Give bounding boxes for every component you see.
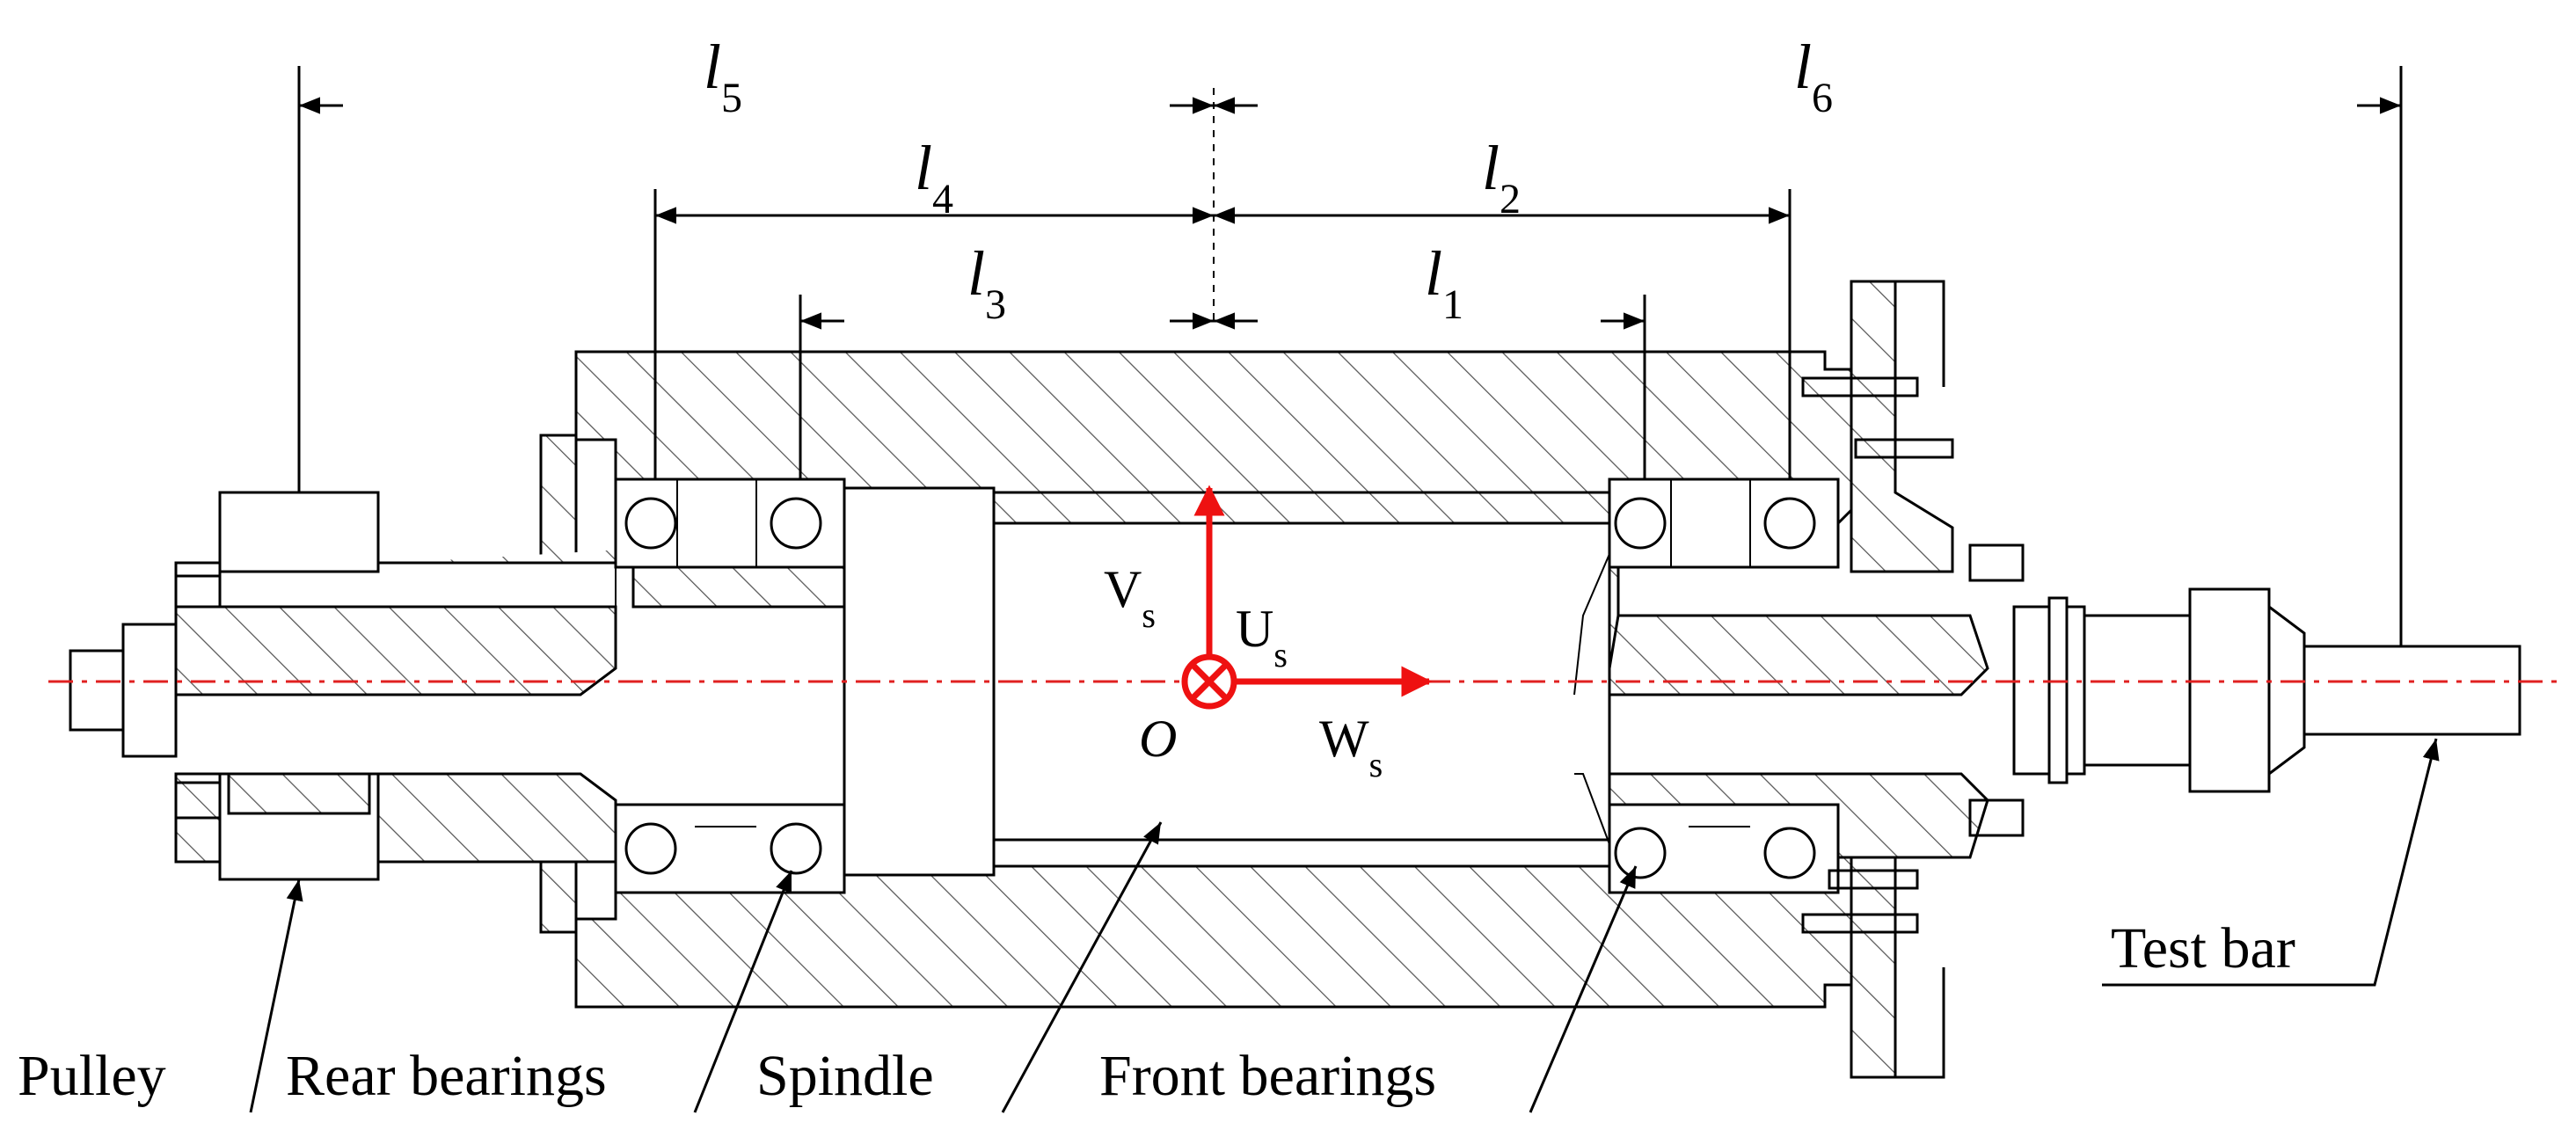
label-front-bearings: Front bearings <box>1099 1044 1436 1108</box>
label-l1: l1 <box>1425 238 1463 328</box>
rear-bearings <box>614 478 846 894</box>
front-flange-step <box>1895 280 1945 1079</box>
leaders <box>249 738 2440 1113</box>
label-l4: l4 <box>915 133 953 222</box>
dimension-lines <box>299 97 2401 330</box>
label-origin: O <box>1139 710 1177 768</box>
front-flange-upper <box>1850 280 1954 573</box>
label-spindle: Spindle <box>756 1044 934 1108</box>
label-l3: l3 <box>967 238 1006 328</box>
label-rear-bearings: Rear bearings <box>286 1044 607 1108</box>
label-pulley: Pulley <box>18 1044 166 1108</box>
extension-lines <box>297 66 2403 646</box>
label-test-bar: Test bar <box>2111 916 2295 981</box>
taper-lower <box>1574 773 1610 845</box>
label-l6: l6 <box>1794 32 1833 121</box>
leader-spindle <box>1001 821 1163 1113</box>
holder-taper <box>2268 605 2306 776</box>
leader-rear-bearings <box>693 870 793 1113</box>
label-l5: l5 <box>704 32 742 121</box>
front-shaft-upper <box>1580 614 1989 696</box>
tool-holder <box>1801 376 2521 934</box>
leader-front-bearings <box>1529 865 1638 1113</box>
pulley-nut <box>69 623 178 758</box>
leader-test-bar <box>2102 738 2440 987</box>
front-bearings <box>1608 478 1840 894</box>
pulley-flange <box>174 561 222 820</box>
holder-nose <box>2188 587 2271 793</box>
holder-ring <box>2012 596 2086 784</box>
pulley-body-upper <box>218 491 380 573</box>
label-v-axis: Vs <box>1104 560 1156 635</box>
leader-pulley <box>249 878 303 1113</box>
pulley-key <box>227 772 371 815</box>
part-labels: Pulley Rear bearings Spindle Front beari… <box>18 916 2295 1108</box>
holder-body <box>2083 614 2192 767</box>
label-u-axis: Us <box>1236 600 1288 674</box>
pulley <box>69 491 380 881</box>
screws <box>1801 376 2025 934</box>
label-l2: l2 <box>1482 133 1521 222</box>
coordinate-system: Vs Us Ws O <box>1104 485 1433 784</box>
u-axis-into-page-icon <box>1181 653 1237 710</box>
taper-upper <box>1573 553 1610 696</box>
test-bar-shape <box>2302 645 2521 736</box>
rear-cap-upper <box>539 434 578 565</box>
label-w-axis: Ws <box>1319 710 1383 784</box>
dimension-labels: l5 l6 l4 l2 l3 l1 <box>704 32 1833 328</box>
